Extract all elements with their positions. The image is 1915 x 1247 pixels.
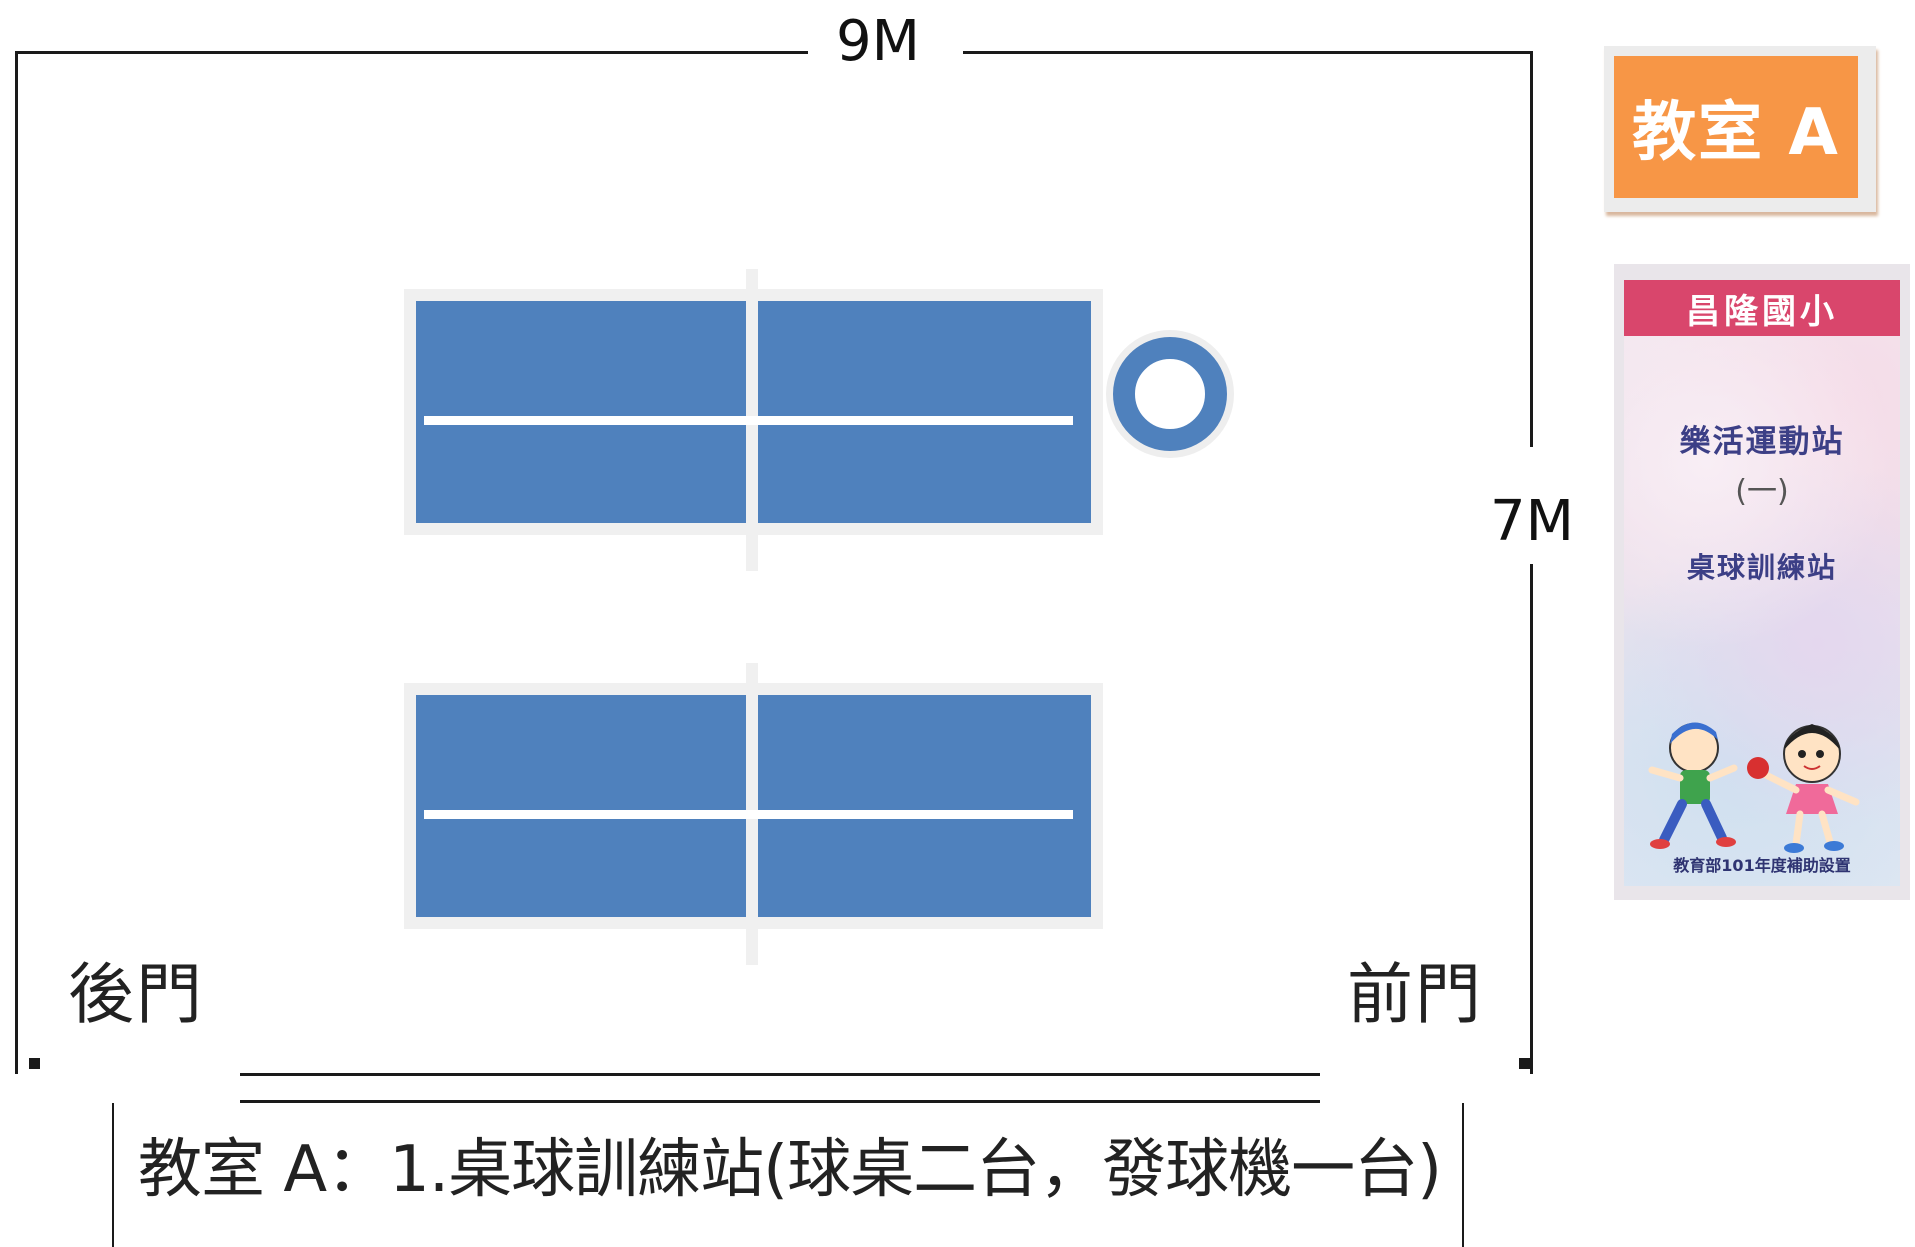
- corner-handle-right: [1519, 1058, 1530, 1069]
- doorway-line-lower: [240, 1100, 1320, 1103]
- room-width-label: 9M: [836, 9, 920, 74]
- caption-border-left: [112, 1103, 114, 1247]
- serving-machine-icon: [1113, 337, 1227, 451]
- poster-body: 昌隆國小 樂活運動站 (一) 桌球訓練站 教育部101年度補助設置: [1624, 280, 1900, 886]
- classroom-badge: 教室 A: [1614, 56, 1858, 198]
- corner-handle-left: [29, 1058, 40, 1069]
- table-center-line: [424, 810, 1073, 819]
- ping-pong-table-2: [416, 663, 1091, 965]
- poster-station: 桌球訓練站: [1686, 551, 1837, 584]
- poster-footer: 教育部101年度補助設置: [1673, 856, 1851, 875]
- room-wall-right-upper: [1530, 51, 1533, 447]
- room-wall-left: [15, 51, 18, 1074]
- station-poster-photo: 昌隆國小 樂活運動站 (一) 桌球訓練站 教育部101年度補助設置: [1614, 264, 1910, 900]
- doorway-line-upper: [240, 1073, 1320, 1076]
- poster-subtitle: (一): [1735, 474, 1789, 509]
- classroom-caption: 教室 A：1.桌球訓練站(球桌二台，發球機一台): [138, 1133, 1442, 1207]
- table-center-line: [424, 416, 1073, 425]
- room-wall-top-right: [963, 51, 1533, 54]
- room-wall-right-lower: [1530, 564, 1533, 1074]
- poster-school-header: 昌隆國小: [1624, 280, 1900, 336]
- room-height-label: 7M: [1490, 489, 1574, 554]
- front-door-label: 前門: [1347, 956, 1483, 1033]
- cartoon-kids-illustration: [1648, 722, 1860, 853]
- poster-title: 樂活運動站: [1679, 424, 1845, 460]
- back-door-label: 後門: [68, 956, 204, 1033]
- room-wall-top-left: [15, 51, 808, 54]
- caption-border-right: [1462, 1103, 1464, 1247]
- ping-pong-table-1: [416, 269, 1091, 571]
